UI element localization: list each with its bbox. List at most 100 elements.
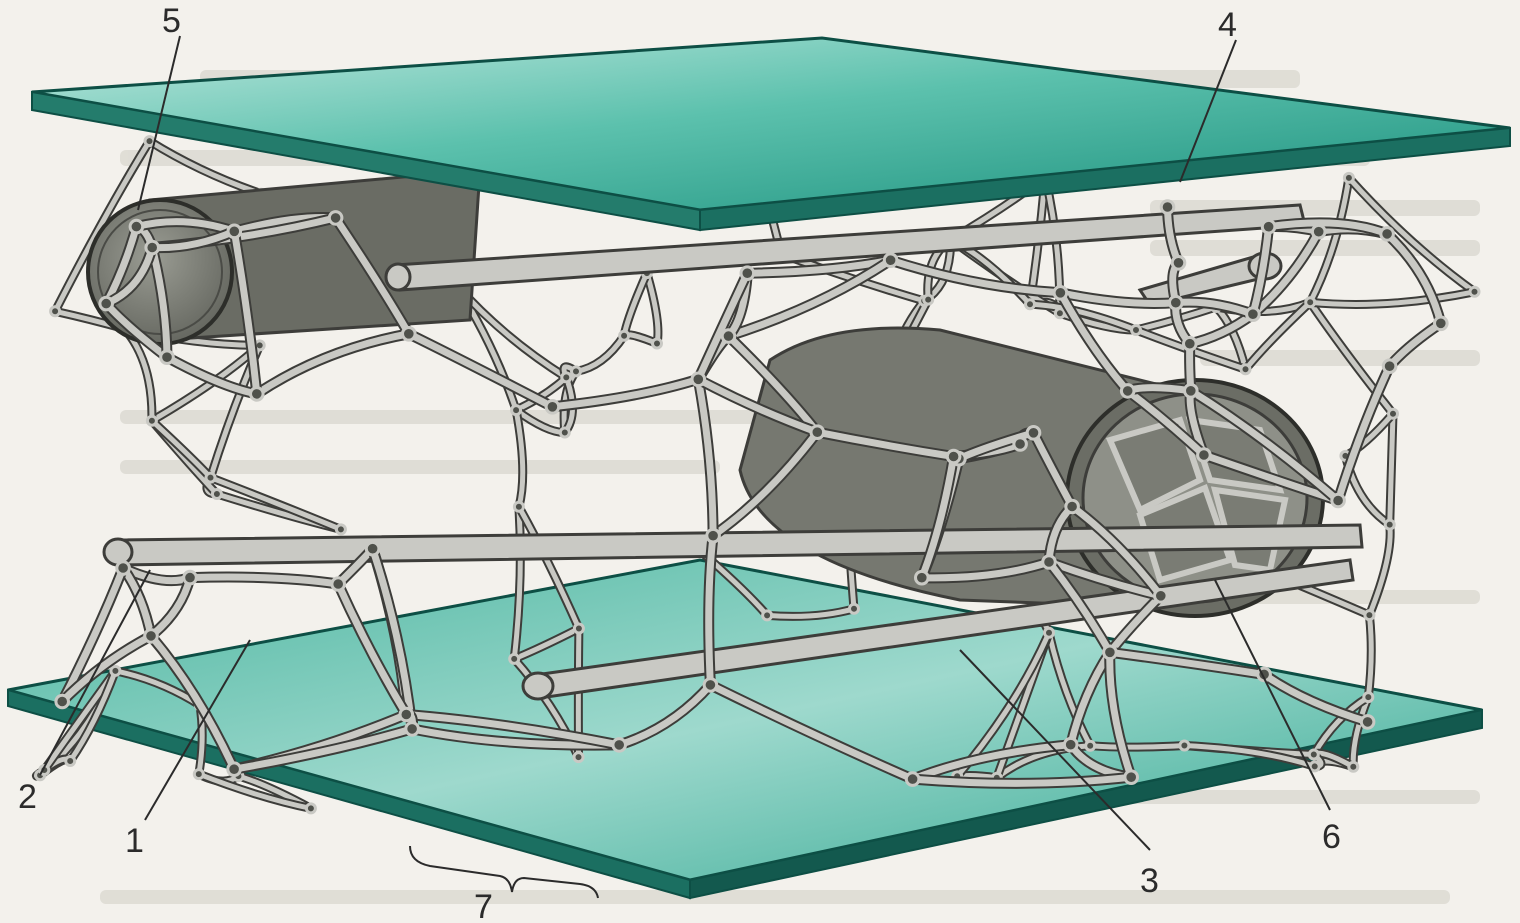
reticular-cell-nucleus — [51, 307, 60, 316]
reticular-fibre-core — [151, 578, 190, 636]
reticular-cell-nucleus — [1385, 520, 1394, 529]
reticular-cell-nucleus — [366, 542, 379, 555]
reticular-cell-nucleus — [704, 679, 717, 692]
reticular-cell-nucleus — [574, 753, 583, 762]
reticular-cell-nucleus — [560, 428, 569, 437]
reticular-cell-nucleus — [1365, 611, 1374, 620]
reticular-cell-nucleus — [250, 388, 263, 401]
reticular-cell-nucleus — [1027, 427, 1040, 440]
reticular-cell-nucleus — [916, 571, 929, 584]
reticular-cell-nucleus — [400, 708, 413, 721]
reticular-fibre-core — [409, 334, 553, 407]
reticular-fibre-core — [1090, 746, 1184, 748]
reticular-cell-nucleus — [1180, 741, 1189, 750]
reticular-cell-nucleus — [329, 212, 342, 225]
reticular-cell-nucleus — [1349, 762, 1358, 771]
svg-text:4: 4 — [1218, 6, 1237, 44]
reticular-cell-nucleus — [707, 529, 720, 542]
reticular-fibre-core — [1128, 388, 1191, 391]
reticular-cell-nucleus — [947, 450, 960, 463]
reticular-cell-nucleus — [906, 773, 919, 786]
reticular-cell-nucleus — [811, 426, 824, 439]
reticular-cell-nucleus — [574, 624, 583, 633]
bottom-membrane — [8, 560, 1482, 898]
reticular-cell-nucleus — [146, 241, 159, 254]
reticular-fibre-core — [1390, 414, 1393, 525]
reticular-cell-nucleus — [546, 401, 559, 414]
reticular-cell-nucleus — [194, 770, 203, 779]
reticular-cell-nucleus — [1389, 409, 1398, 418]
reticular-fibre — [257, 334, 409, 394]
reticular-fibre — [576, 336, 624, 372]
reticular-cell-nucleus — [1310, 762, 1319, 771]
reticular-cell-nucleus — [56, 695, 69, 708]
reticular-cell-nucleus — [620, 331, 629, 340]
reticular-cell-nucleus — [1470, 287, 1479, 296]
reticular-cell-nucleus — [406, 723, 419, 736]
reticular-cell-nucleus — [1312, 225, 1325, 238]
reticular-cell-nucleus — [147, 416, 156, 425]
reticular-cell-nucleus — [100, 297, 113, 310]
reticular-cell-nucleus — [1161, 201, 1174, 214]
reticular-cell-nucleus — [1054, 287, 1067, 300]
reticular-cell-nucleus — [1045, 628, 1054, 637]
reticular-cell-nucleus — [1155, 590, 1168, 603]
svg-text:3: 3 — [1140, 862, 1159, 900]
reticular-cell-nucleus — [924, 295, 933, 304]
reticular-cell-nucleus — [514, 502, 523, 511]
reticular-cell-nucleus — [1332, 494, 1345, 507]
reticular-fibre-core — [624, 273, 647, 336]
reticular-cell-nucleus — [1198, 449, 1211, 462]
reticular-cell-nucleus — [1383, 360, 1396, 373]
reticular-cell-nucleus — [1309, 750, 1318, 759]
reticular-cell-nucleus — [1043, 556, 1056, 569]
reticular-cell-nucleus — [1014, 438, 1027, 451]
svg-text:1: 1 — [125, 822, 144, 860]
reticular-cell-nucleus — [1364, 693, 1373, 702]
reticular-cell-nucleus — [1247, 308, 1260, 321]
reticular-cell-nucleus — [336, 525, 345, 534]
reticular-cell-nucleus — [1306, 298, 1315, 307]
reticular-cell-nucleus — [1344, 173, 1353, 182]
reticular-cell-nucleus — [306, 804, 315, 813]
reticular-cell-nucleus — [1055, 309, 1064, 318]
reticular-cell-nucleus — [1104, 646, 1117, 659]
reticular-cell-nucleus — [145, 630, 158, 643]
reticular-cell-nucleus — [1361, 716, 1374, 729]
reticular-cell-nucleus — [692, 373, 705, 386]
reticular-cell-nucleus — [145, 137, 154, 146]
reticular-cell-nucleus — [763, 611, 772, 620]
reticular-cell-nucleus — [161, 351, 174, 364]
reticular-cell-nucleus — [741, 267, 754, 280]
reticular-cell-nucleus — [206, 473, 215, 482]
reticular-cell-nucleus — [1381, 228, 1394, 241]
reticular-cell-nucleus — [850, 604, 859, 613]
reticular-cell-nucleus — [130, 220, 143, 233]
reticular-cell-nucleus — [1170, 296, 1183, 309]
reticular-cell-nucleus — [1066, 500, 1079, 513]
reticular-fibre-core — [1338, 366, 1390, 500]
reticular-fibre-core — [211, 478, 341, 530]
reticular-cell-nucleus — [332, 578, 345, 591]
svg-text:7: 7 — [474, 888, 493, 923]
reticular-cell-nucleus — [1121, 385, 1134, 398]
reticular-cell-nucleus — [1132, 326, 1141, 335]
reticular-cell-nucleus — [1185, 385, 1198, 398]
reticular-fibre-core — [1368, 615, 1371, 697]
reticular-cell-nucleus — [1086, 741, 1095, 750]
reticular-cell-nucleus — [117, 562, 130, 575]
reticular-cell-nucleus — [228, 763, 241, 776]
reticular-cell-nucleus — [572, 367, 581, 376]
reticular-cell-nucleus — [510, 654, 519, 663]
reticular-cell-nucleus — [1262, 220, 1275, 233]
reticular-cell-nucleus — [884, 254, 897, 267]
svg-text:6: 6 — [1322, 818, 1341, 856]
reticular-cell-nucleus — [66, 757, 75, 766]
reticular-cell-nucleus — [653, 339, 662, 348]
reticular-cell-nucleus — [722, 330, 735, 343]
reticular-cell-nucleus — [403, 328, 416, 341]
reticular-fibre-core — [698, 379, 713, 535]
nerve-bundle — [740, 328, 1323, 616]
svg-text:5: 5 — [162, 2, 181, 40]
